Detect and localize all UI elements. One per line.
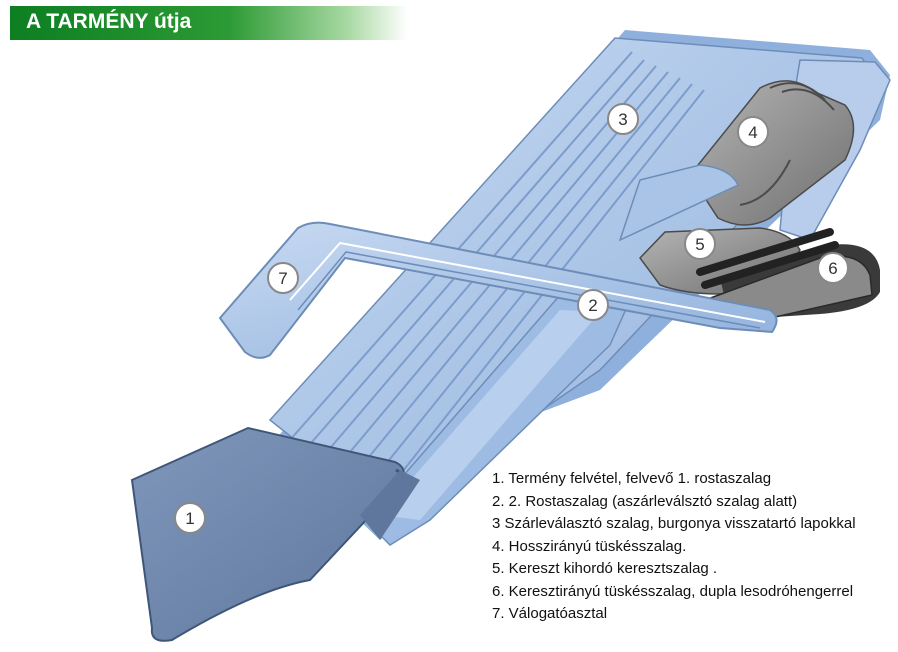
marker-1-label: 1 [185,509,194,528]
marker-5: 5 [684,228,716,260]
marker-1: 1 [174,502,206,534]
legend-item-6: 6. Keresztirányú tüskésszalag, dupla les… [492,582,854,600]
marker-7-label: 7 [278,269,287,288]
legend-item-2: 2. 2. Rostaszalag (aszárleválsztó szalag… [492,492,798,510]
legend: 1. Termény felvétel, felvevő 1. rostasza… [492,468,856,626]
marker-6-label: 6 [828,259,837,278]
marker-5-label: 5 [695,235,704,254]
legend-item-5: 5. Kereszt kihordó keresztszalag . [492,560,718,577]
legend-item-4: 4. Hosszirányú tüskésszalag. [492,537,687,555]
marker-2-label: 2 [588,296,597,315]
marker-3-label: 3 [618,110,627,129]
intake-belt [130,426,420,642]
marker-4-label: 4 [748,123,757,142]
legend-item-7: 7. Válogatóasztal [492,605,608,622]
legend-item-1: 1. Termény felvétel, felvevő 1. rostasza… [492,470,772,487]
page-title: A TARMÉNY útja [26,10,192,33]
marker-3: 3 [607,103,639,135]
title-bar: A TARMÉNY útja [10,6,408,40]
sorting-table [218,164,778,359]
legend-item-3: 3 Szárleválasztó szalag, burgonya vissza… [492,515,856,532]
marker-7: 7 [267,262,299,294]
marker-2: 2 [577,289,609,321]
marker-6: 6 [817,252,849,284]
marker-4: 4 [737,116,769,148]
